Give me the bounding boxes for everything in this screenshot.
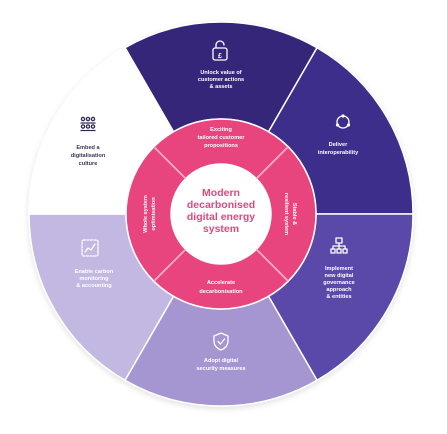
- deliver-line-1: Deliver: [329, 142, 348, 148]
- inner-divider-1: [255, 146, 289, 180]
- center-title-line-1: Modern: [202, 187, 240, 199]
- inner-label-top: Exciting tailored customer propositions: [198, 127, 246, 149]
- inner-divider-3: [153, 248, 187, 282]
- inner-top-line-1: Exciting: [210, 127, 232, 133]
- segment-digitalisation-culture: Embed a digitalisation culture: [71, 116, 106, 167]
- inner-right-line-1: Stable &: [291, 203, 297, 225]
- governance-line-5: & entities: [326, 294, 351, 300]
- segment-security: Adopt digital security measures: [196, 332, 246, 372]
- inner-bottom-line-2: decarbonisation: [199, 289, 243, 295]
- governance-line-1: Implement: [325, 266, 353, 272]
- inner-label-bottom: Accelerate decarbonisation: [199, 280, 243, 295]
- inner-label-left: Whole system optimisation: [143, 195, 157, 233]
- monitoring-line-2: monitoring: [79, 276, 109, 282]
- inner-left-line-2: optimisation: [151, 197, 157, 231]
- segment-carbon-monitoring: Enable carbon monitoring & accounting: [75, 239, 114, 289]
- inner-ring: [125, 118, 317, 310]
- center-title-line-2: decarbonised: [187, 199, 255, 211]
- inner-label-right: Stable & resilient system: [283, 193, 297, 235]
- governance-line-4: approach: [326, 287, 352, 293]
- security-line-1: Adopt digital: [204, 358, 239, 364]
- unlock-line-3: & assets: [209, 84, 232, 90]
- inner-top-line-2: tailored customer: [198, 135, 246, 141]
- security-line-2: security measures: [196, 366, 245, 372]
- inner-top-line-3: propositions: [204, 143, 238, 149]
- inner-right-line-2: resilient system: [283, 193, 289, 235]
- culture-line-1: Embed a: [76, 145, 100, 151]
- governance-line-3: governance: [323, 280, 354, 286]
- inner-left-line-1: Whole system: [143, 195, 149, 233]
- padlock-icon: £: [212, 40, 228, 61]
- center-title-line-3: digital energy: [187, 211, 255, 223]
- center-title-line-4: system: [203, 223, 239, 235]
- inner-bottom-line-1: Accelerate: [207, 280, 235, 286]
- unlock-line-1: Unlock value of: [200, 70, 241, 76]
- deliver-line-2: interoperability: [318, 150, 359, 156]
- culture-line-3: culture: [79, 161, 98, 167]
- svg-text:£: £: [218, 53, 222, 60]
- people-grid-icon: [80, 116, 96, 132]
- segment-unlock-value: £ Unlock value of customer actions & ass…: [198, 40, 244, 90]
- center-circle: [171, 164, 271, 264]
- hierarchy-icon: [330, 237, 348, 254]
- segment-deliver-interoperability: Deliver interoperability: [318, 114, 359, 156]
- segment-governance: Implement new digital governance approac…: [323, 237, 355, 300]
- culture-line-2: digitalisation: [71, 153, 106, 159]
- monitoring-line-1: Enable carbon: [75, 269, 114, 275]
- shield-check-icon: [213, 332, 229, 351]
- monitoring-line-3: & accounting: [76, 283, 112, 289]
- unlock-line-2: customer actions: [198, 77, 244, 83]
- chart-monitor-icon: [81, 239, 99, 257]
- inner-divider-2: [255, 248, 289, 282]
- interoperability-icon: [335, 114, 351, 129]
- governance-line-2: new digital: [325, 273, 354, 279]
- inner-divider-4: [153, 146, 187, 180]
- center-title: Modern decarbonised digital energy syste…: [187, 187, 255, 235]
